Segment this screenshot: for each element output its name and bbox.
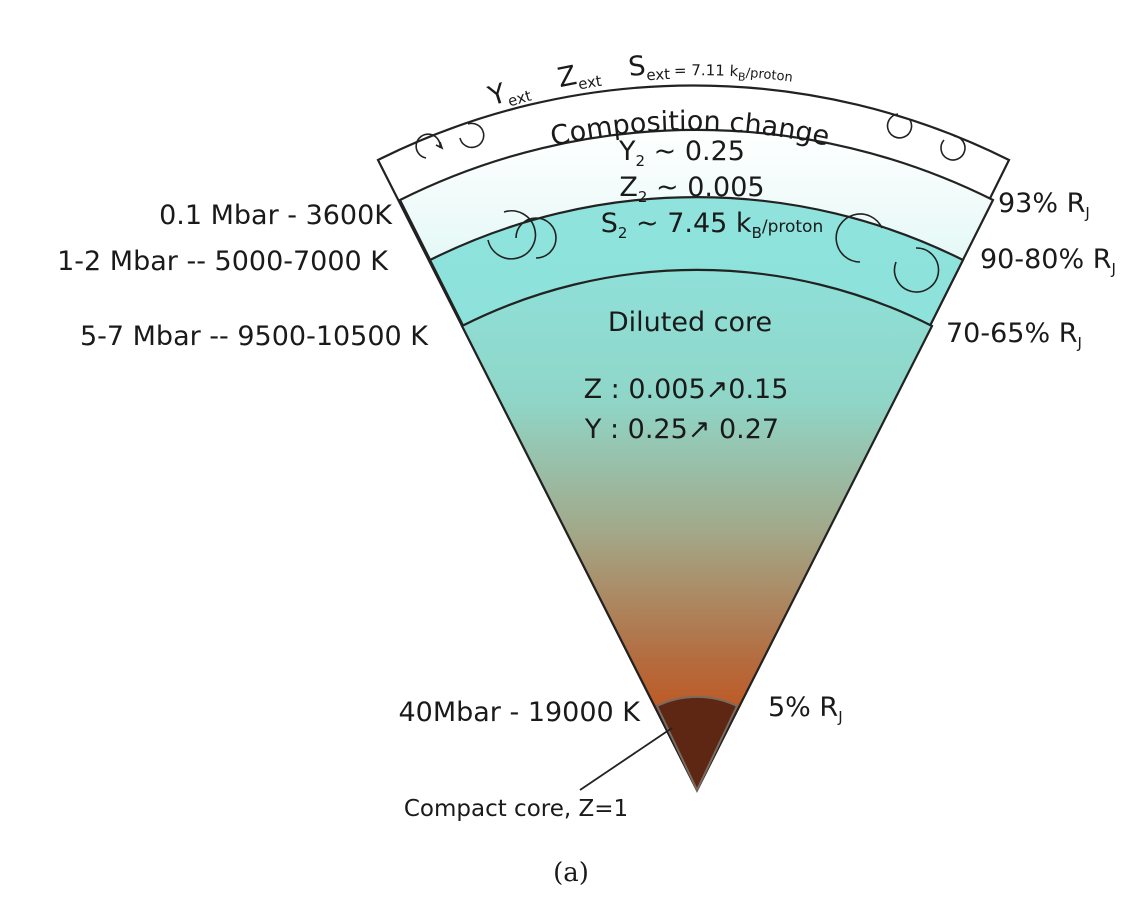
right-label-70-65: 70-65% RJ [946, 318, 1082, 352]
diluted-core-y: Y : 0.25↗ 0.27 [584, 414, 779, 445]
y2-value: Y2 ~ 0.25 [618, 136, 745, 170]
s2-value: S2 ~ 7.45 kB/proton [601, 208, 824, 242]
figure-caption: (a) [553, 858, 589, 888]
right-label-93: 93% RJ [998, 188, 1090, 222]
diluted-core-title: Diluted core [608, 307, 772, 338]
right-label-5: 5% RJ [768, 692, 843, 726]
compact-core-label: Compact core, Z=1 [404, 796, 628, 822]
left-label-core: 40Mbar - 19000 K [398, 697, 641, 728]
compact-core-leader [579, 727, 673, 791]
right-label-90-80: 90-80% RJ [980, 244, 1116, 278]
left-label-middle: 1-2 Mbar -- 5000-7000 K [57, 246, 389, 277]
compact-core [655, 695, 739, 793]
outer-convection-swirls [415, 113, 966, 161]
left-label-inner: 5-7 Mbar -- 9500-10500 K [80, 321, 429, 352]
middle-convection-swirls [487, 210, 940, 293]
diluted-core-layer [460, 268, 934, 793]
diluted-core-z: Z : 0.005↗0.15 [584, 374, 789, 405]
z2-value: Z2 ~ 0.005 [619, 172, 764, 206]
left-label-outer: 0.1 Mbar - 3600K [159, 200, 393, 231]
